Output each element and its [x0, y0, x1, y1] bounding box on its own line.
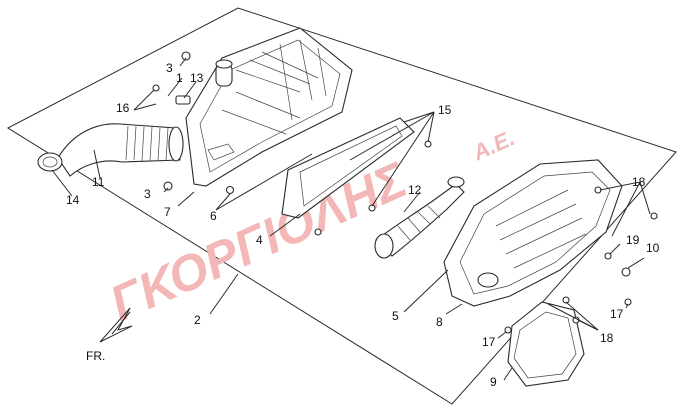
arrow-icon: [99, 307, 133, 343]
label-part-9: 9: [490, 375, 497, 389]
label-part-17-right: 17: [610, 307, 624, 321]
label-part-5: 5: [392, 309, 399, 323]
front-arrow: FR.: [86, 307, 133, 363]
part-intake-duct: [57, 123, 184, 177]
label-part-10: 10: [646, 241, 660, 255]
label-part-18-bottom: 18: [600, 331, 614, 345]
label-part-6: 6: [210, 209, 217, 223]
watermark-suffix: Α.Ε.: [468, 125, 518, 166]
label-part-11: 11: [92, 175, 105, 189]
diagram-frame: [6, 7, 677, 405]
part-intake-tube: [374, 176, 465, 259]
label-part-8: 8: [436, 315, 443, 329]
part-cover: [443, 159, 623, 307]
label-part-4: 4: [256, 233, 263, 247]
label-part-2: 2: [194, 313, 201, 327]
leader-lines: [51, 57, 651, 381]
direction-label: FR.: [86, 349, 105, 363]
part-gasket: [281, 117, 415, 219]
label-part-17-left: 17: [482, 335, 496, 349]
label-part-7: 7: [164, 205, 171, 219]
label-part-16: 16: [116, 101, 130, 115]
label-part-14: 14: [66, 193, 80, 207]
label-part-3-top: 3: [166, 61, 173, 75]
label-part-15: 15: [438, 103, 452, 117]
label-part-3-bottom: 3: [144, 187, 151, 201]
part-filter-cover: [507, 301, 585, 387]
label-part-19: 19: [626, 233, 640, 247]
part-case: [185, 27, 353, 187]
label-part-13: 13: [190, 71, 204, 85]
label-part-1: 1: [176, 71, 183, 85]
part-bolts: [152, 51, 658, 334]
label-part-12: 12: [408, 183, 422, 197]
part-clamp: [37, 152, 63, 172]
label-part-18-top: 18: [632, 175, 646, 189]
